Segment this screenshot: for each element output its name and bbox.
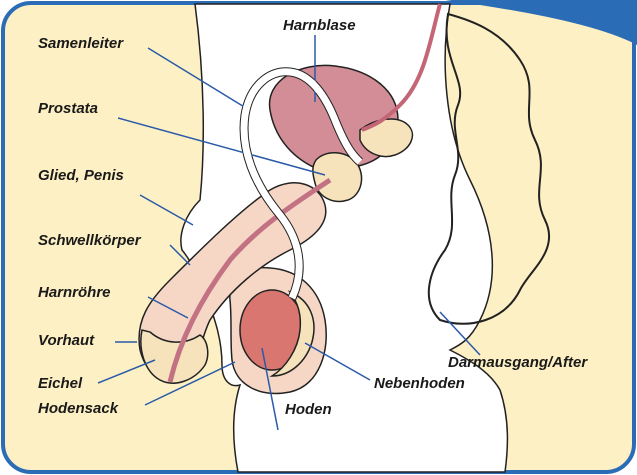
label-hoden: Hoden (285, 401, 332, 418)
label-harnblase: Harnblase (283, 17, 356, 34)
label-darmausgang: Darmausgang/After (448, 354, 588, 371)
label-glied-penis: Glied, Penis (38, 167, 124, 184)
seminal-vesicle (360, 119, 412, 157)
label-prostata: Prostata (38, 100, 98, 117)
label-nebenhoden: Nebenhoden (374, 375, 465, 392)
label-samenleiter: Samenleiter (38, 35, 124, 52)
label-harnroehre: Harnröhre (38, 284, 111, 301)
label-schwellkoerper: Schwellkörper (38, 232, 142, 249)
label-hodensack: Hodensack (38, 400, 119, 417)
label-vorhaut: Vorhaut (38, 332, 95, 349)
label-eichel: Eichel (38, 375, 83, 392)
